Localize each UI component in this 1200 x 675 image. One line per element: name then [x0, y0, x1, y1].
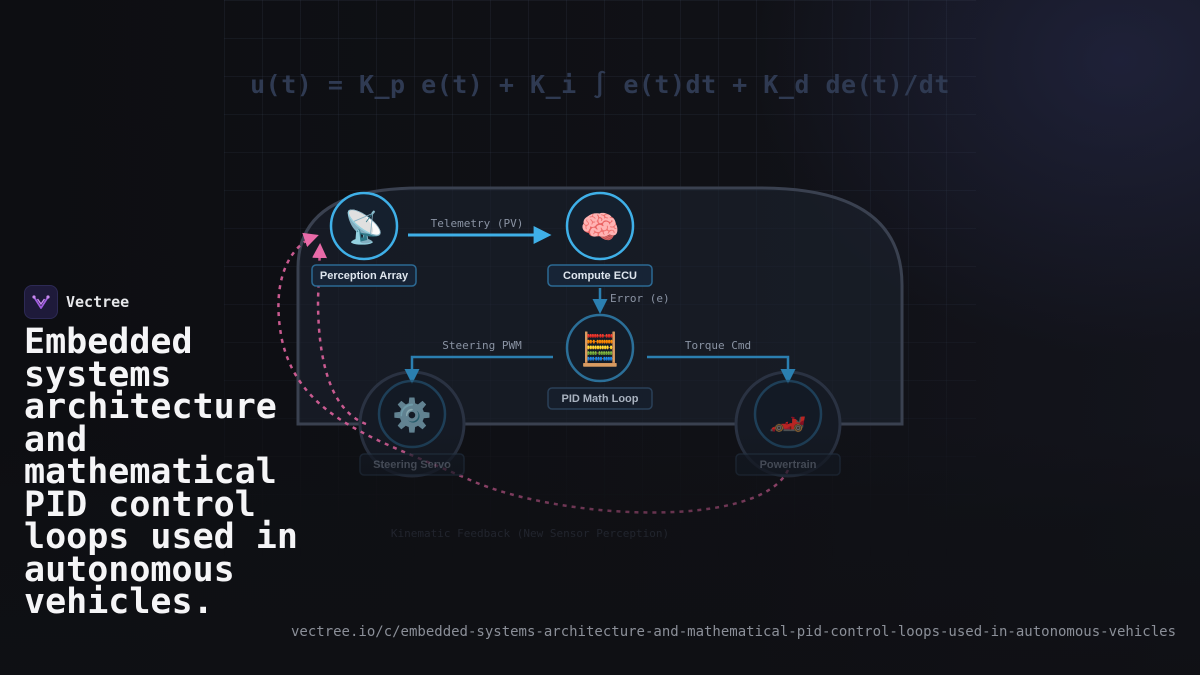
edge-label-telemetry: Telemetry (PV)	[431, 217, 524, 230]
satellite-antenna-icon: 📡	[344, 207, 384, 246]
steering-label: Steering Servo	[373, 459, 451, 471]
perception-label-box	[311, 264, 417, 287]
node-pid-math-loop: 🧮 PID Math Loop	[547, 313, 653, 410]
page-title: Embedded systems architecture and mathem…	[24, 322, 298, 622]
ecu-label-box	[547, 264, 653, 287]
edge-label-steering-pwm: Steering PWM	[442, 339, 522, 352]
race-car-icon: 🏎️	[769, 399, 806, 434]
pid-node-circle	[565, 313, 635, 383]
node-perception-array: 📡 Perception Array	[311, 191, 417, 287]
vectree-logo-icon	[24, 285, 58, 319]
gear-icon: ⚙️	[392, 396, 432, 434]
edge-steering-pwm	[404, 355, 553, 384]
pid-label-box	[547, 387, 653, 410]
abacus-icon: 🧮	[580, 330, 620, 368]
pid-label: PID Math Loop	[562, 393, 639, 405]
brand-name: Vectree	[66, 293, 130, 311]
perception-label: Perception Array	[320, 270, 409, 282]
ecu-node-circle	[565, 191, 635, 261]
edge-label-error: Error (e)	[610, 292, 670, 305]
brain-icon: 🧠	[580, 208, 620, 246]
feedback-loop-inner	[312, 243, 367, 426]
ecu-label: Compute ECU	[563, 270, 637, 282]
perception-node-circle	[329, 191, 399, 261]
page-url[interactable]: vectree.io/c/embedded-systems-architectu…	[290, 624, 1176, 640]
edge-torque-cmd	[647, 355, 796, 384]
brand[interactable]: Vectree	[24, 285, 129, 319]
edge-label-feedback: Kinematic Feedback (New Sensor Perceptio…	[391, 527, 669, 540]
pid-formula: u(t) = K_p e(t) + K_i ∫ e(t)dt + K_d de(…	[250, 70, 950, 99]
edge-label-torque-cmd: Torque Cmd	[685, 339, 751, 352]
node-compute-ecu: 🧠 Compute ECU	[547, 191, 653, 287]
powertrain-label: Powertrain	[760, 459, 817, 471]
